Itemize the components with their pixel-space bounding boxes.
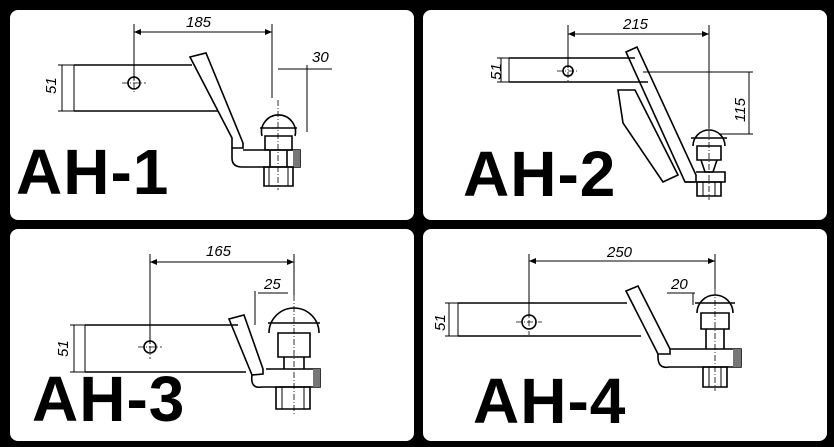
label-ah-2: AH-2 [463, 138, 617, 210]
dim-side: 25 [263, 276, 281, 293]
dim-vertical: 51 [43, 77, 60, 94]
panel-ah-4: 250 51 20 AH-4 [423, 229, 827, 441]
drawing-ah-3: 165 51 25 [55, 243, 321, 414]
dim-vertical: 51 [55, 340, 72, 357]
panel-ah-2: 215 51 115 AH-2 [423, 10, 827, 220]
label-ah-4: AH-4 [473, 365, 627, 437]
panel-ah-3: 165 51 25 AH-3 [10, 229, 414, 441]
dim-side: 115 [732, 97, 749, 122]
dim-vertical: 51 [488, 63, 505, 80]
drawing-ah-4: 250 51 20 [432, 244, 742, 391]
label-ah-3: AH-3 [32, 363, 186, 435]
dim-horizontal: 165 [206, 243, 232, 260]
dim-side: 30 [312, 49, 329, 66]
dim-horizontal: 185 [186, 14, 212, 31]
dim-horizontal: 215 [622, 16, 649, 33]
dim-horizontal: 250 [606, 244, 633, 261]
label-ah-1: AH-1 [16, 136, 170, 208]
panel-ah-1: 185 51 30 AH-1 [10, 10, 414, 220]
drawing-ah-2: 215 51 115 [488, 16, 753, 200]
dim-side: 20 [670, 276, 688, 293]
dim-vertical: 51 [432, 314, 449, 331]
drawing-ah-1: 185 51 30 [43, 14, 332, 190]
